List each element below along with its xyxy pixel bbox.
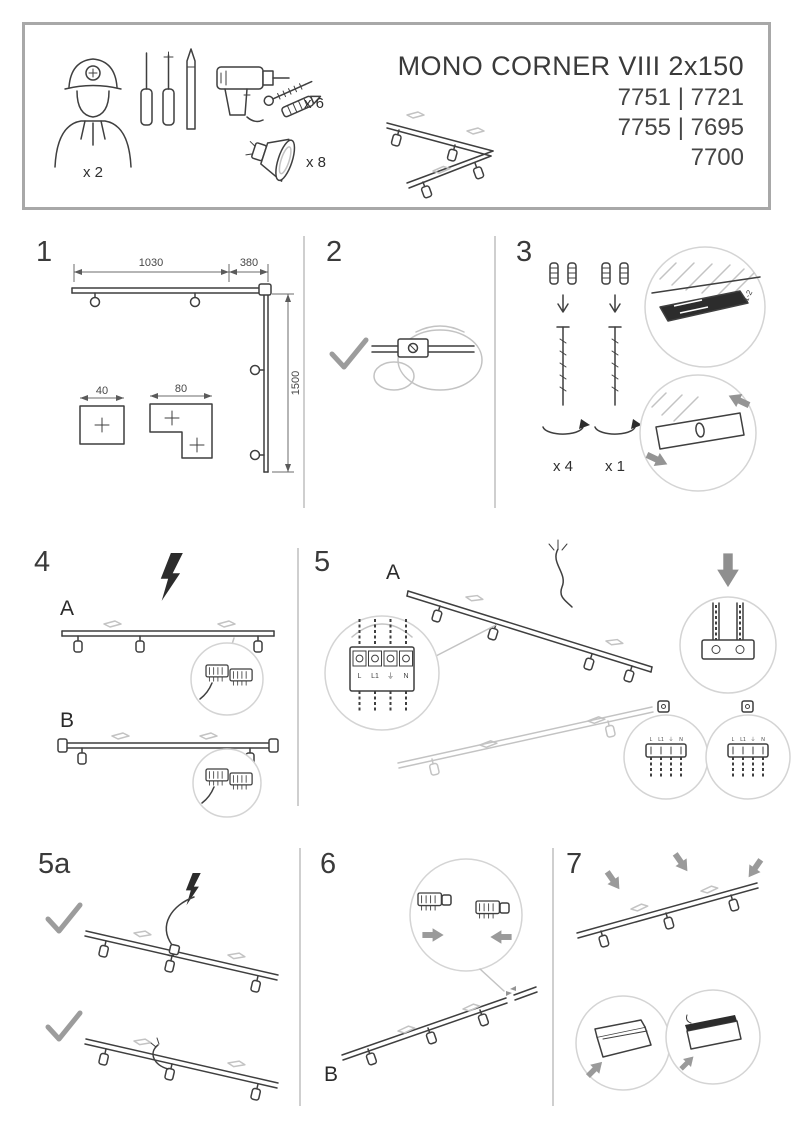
variant-a-label: A <box>386 561 400 584</box>
insert-arrow-icon <box>601 867 625 894</box>
title-block: MONO CORNER VIII 2x150 7751 | 7721 7755 … <box>398 51 744 172</box>
terminal-l1: L1 <box>371 673 379 680</box>
section6-illustration: B <box>324 858 538 1086</box>
bracket-40-detail: 40 <box>79 385 125 445</box>
variant-b-label: B <box>60 709 74 732</box>
section5-illustration: A L <box>324 539 791 800</box>
wall-plug-icon <box>263 80 322 118</box>
section5a-illustration <box>45 873 279 1102</box>
check-icon <box>329 337 369 370</box>
corner-track-plan <box>71 283 272 473</box>
endcap-closed-detail <box>665 989 761 1085</box>
down-arrow-icon <box>717 553 739 588</box>
lightning-icon <box>160 553 183 601</box>
installer-count: x 2 <box>82 164 103 181</box>
section1-illustration: 1030 380 1500 40 80 <box>71 257 302 473</box>
dim-1030: 1030 <box>139 257 163 269</box>
lightning-icon <box>185 873 201 906</box>
screwdriver-icons <box>140 48 196 130</box>
bracket-80-detail: 80 <box>149 383 213 459</box>
powered-track <box>406 590 653 684</box>
model-numbers-3: 7700 <box>690 144 744 171</box>
installer-icon <box>54 58 132 168</box>
dim-40: 40 <box>96 385 108 397</box>
check-icon <box>45 902 83 934</box>
anchor-set-1: x 1 <box>594 262 642 475</box>
dim-1500: 1500 <box>290 371 302 395</box>
section-3-number: 3 <box>516 236 533 268</box>
track-join <box>341 986 538 1067</box>
model-numbers-2: 7755 | 7695 <box>617 114 744 141</box>
unpowered-track <box>397 706 654 777</box>
drill-icon <box>216 66 290 123</box>
track-with-cable <box>84 896 279 994</box>
terminal-block-detail: L L1 ⏚ N <box>324 615 440 731</box>
gu10-bulb-icon <box>245 138 296 182</box>
finished-track <box>576 849 767 949</box>
anchor-count: x 6 <box>303 95 324 112</box>
section-6-number: 6 <box>320 848 337 880</box>
bulb-count: x 8 <box>305 154 326 171</box>
joint-detail <box>409 858 523 992</box>
dim-80: 80 <box>175 383 187 395</box>
svg-text:L1: L1 <box>658 737 664 743</box>
anchor1-count: x 1 <box>605 458 625 475</box>
section7-illustration <box>575 849 767 1091</box>
section2-illustration <box>329 325 483 391</box>
check-icon <box>45 1010 83 1042</box>
divider <box>552 848 554 1106</box>
section-5-number: 5 <box>314 546 331 578</box>
insert-arrow-icon <box>743 855 767 882</box>
divider <box>303 236 305 508</box>
section3-illustration: x 4 x 1 1-2 <box>542 246 766 492</box>
anchor4-count: x 4 <box>553 458 573 475</box>
dim-380: 380 <box>240 257 258 269</box>
track-b <box>57 732 279 766</box>
product-illustration <box>386 111 494 200</box>
junction-left-detail: L L1 ⏚ N <box>623 700 709 800</box>
supply-cable <box>548 539 573 608</box>
connector-a-detail <box>190 642 264 716</box>
terminal-pe: ⏚ <box>387 672 394 680</box>
endcap-open-detail <box>575 995 671 1091</box>
divider <box>297 548 299 806</box>
variant-b-label: B <box>324 1063 338 1086</box>
track-with-stub <box>84 1037 279 1102</box>
section-1-number: 1 <box>36 236 53 268</box>
section-5a-number: 5a <box>38 848 71 880</box>
terminal-l: L <box>358 673 362 680</box>
section-2-number: 2 <box>326 236 343 268</box>
hand-press-detail <box>371 325 483 391</box>
model-numbers-1: 7751 | 7721 <box>617 84 744 111</box>
svg-text:L: L <box>650 737 653 743</box>
junction-right-detail: L L1 ⏚ N <box>705 700 791 800</box>
section4-illustration: A B <box>57 553 279 818</box>
divider <box>494 236 496 508</box>
header-icons <box>54 48 494 200</box>
variant-a-label: A <box>60 597 74 620</box>
section-7-number: 7 <box>566 848 583 880</box>
bracket-insert-detail <box>639 374 757 492</box>
section-4-number: 4 <box>34 546 51 578</box>
dimension-lines: 1030 380 1500 <box>73 257 302 473</box>
svg-text:L1: L1 <box>740 737 746 743</box>
svg-text:⏚: ⏚ <box>668 736 673 743</box>
svg-text:N: N <box>761 737 765 743</box>
product-title: MONO CORNER VIII 2x150 <box>397 51 744 81</box>
connector-b-detail <box>192 748 262 818</box>
svg-text:N: N <box>679 737 683 743</box>
svg-text:⏚: ⏚ <box>750 736 755 743</box>
terminal-n: N <box>403 673 408 680</box>
svg-text:L: L <box>732 737 735 743</box>
wires-insert-detail <box>679 596 777 694</box>
ceiling-gap-detail: 1-2 <box>644 246 766 368</box>
divider <box>299 848 301 1106</box>
insert-arrow-icon <box>669 849 693 876</box>
anchor-set-4: x 4 <box>542 262 590 475</box>
